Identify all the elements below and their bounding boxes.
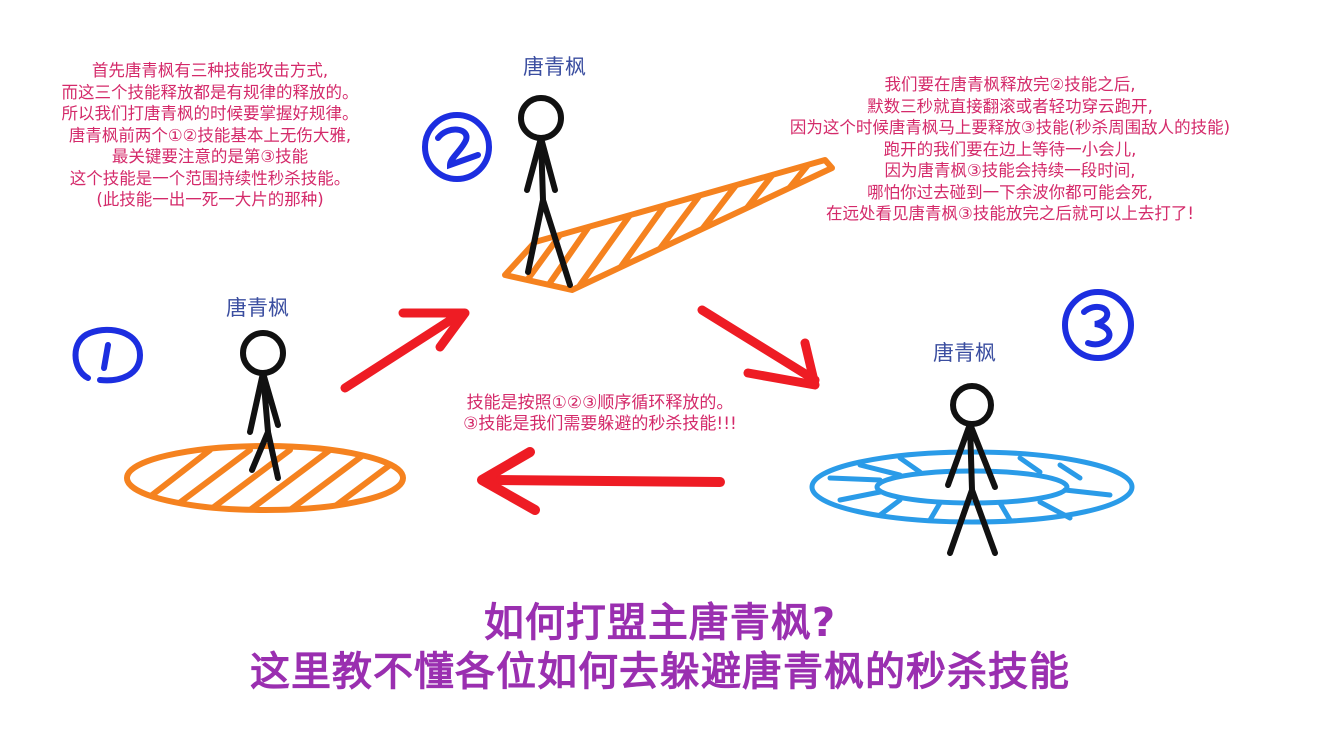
stick-figure-1 — [240, 330, 286, 481]
cycle-text: 技能是按照①②③顺序循环释放的。 ③技能是我们需要躲避的秒杀技能!!! — [400, 393, 800, 435]
advice-line: 哪怕你过去碰到一下余波你都可能会死, — [867, 182, 1153, 202]
intro-line: 首先唐青枫有三种技能攻击方式, — [91, 61, 329, 80]
advice-line: 我们要在唐青枫释放完②技能之后, — [884, 75, 1136, 94]
intro-line: 唐青枫前两个①②技能基本上无伤大雅, — [68, 125, 352, 145]
advice-line: 在远处看见唐青枫③技能放完之后就可以上去打了! — [826, 204, 1194, 223]
arrow-3-to-1 — [477, 447, 725, 515]
title-line-2: 这里教不懂各位如何去躲避唐青枫的秒杀技能 — [250, 649, 1070, 695]
advice-line: 默数三秒就直接翻滚或者轻功穿云跑开, — [867, 96, 1153, 116]
stick-figure-3 — [945, 383, 998, 556]
arrow-1-to-2 — [340, 308, 470, 393]
cycle-line: 技能是按照①②③顺序循环释放的。 — [466, 393, 734, 413]
intro-line: (此技能一出一死一大片的那种) — [96, 190, 324, 209]
stage-2-character-label: 唐青枫 — [523, 55, 586, 79]
number-2-icon — [422, 112, 492, 182]
cycle-line: ③技能是我们需要躲避的秒杀技能!!! — [463, 414, 737, 434]
number-1-icon — [72, 326, 144, 384]
stick-figure-2 — [518, 95, 573, 288]
intro-line: 所以我们打唐青枫的时候要掌握好规律。 — [61, 104, 359, 123]
advice-line: 跑开的我们要在边上等待一小会儿, — [883, 139, 1137, 159]
title-line-1: 如何打盟主唐青枫? — [483, 600, 837, 646]
stage-3-character-label: 唐青枫 — [933, 341, 996, 365]
intro-line: 这个技能是一个范围持续性秒杀技能。 — [69, 168, 351, 188]
stage-1-character-label: 唐青枫 — [226, 296, 289, 320]
intro-line: 而这三个技能释放都是有规律的释放的。 — [61, 82, 359, 102]
advice-line: 因为这个时候唐青枫马上要释放③技能(秒杀周围敌人的技能) — [789, 118, 1231, 137]
arrow-2-to-3 — [697, 305, 820, 390]
number-3-icon — [1062, 289, 1134, 361]
intro-line: 最关键要注意的是第③技能 — [111, 147, 309, 166]
advice-line: 因为唐青枫③技能会持续一段时间, — [884, 161, 1136, 180]
advice-text: 我们要在唐青枫释放完②技能之后, 默数三秒就直接翻滚或者轻功穿云跑开, 因为这个… — [700, 74, 1320, 225]
intro-text: 首先唐青枫有三种技能攻击方式, 而这三个技能释放都是有规律的释放的。 所以我们打… — [0, 60, 420, 211]
